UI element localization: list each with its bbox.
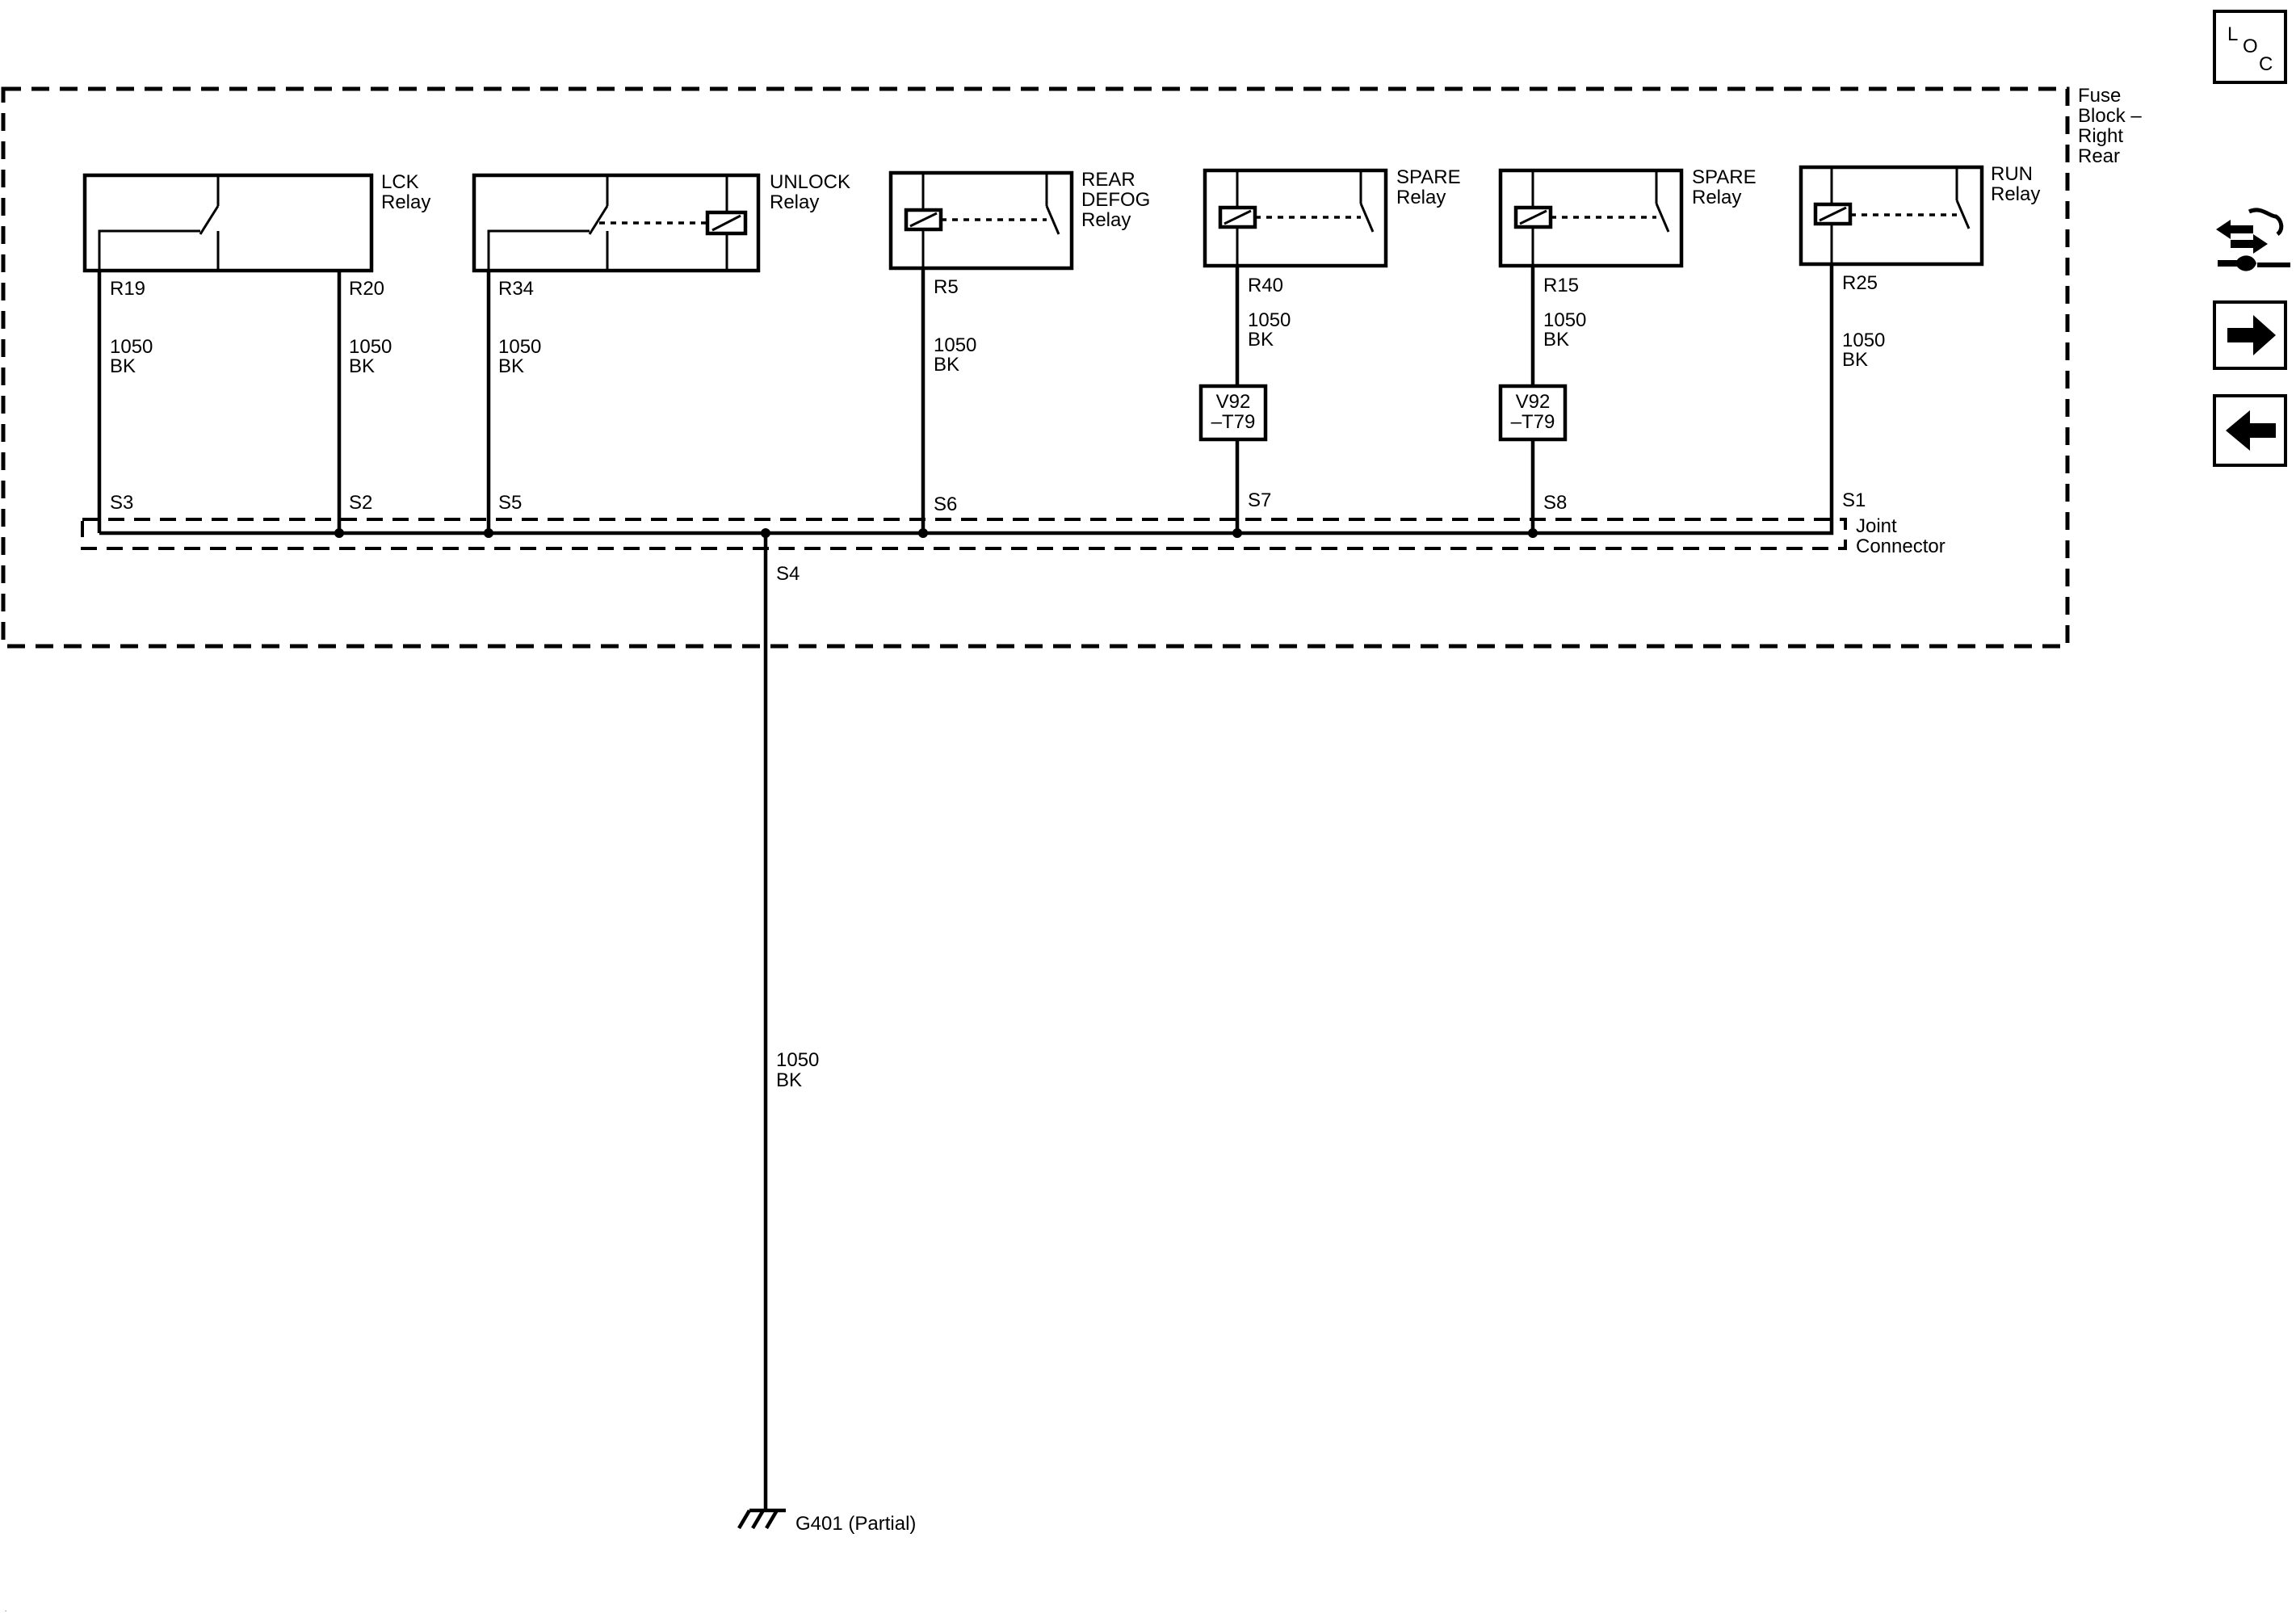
spare-relay-2: SPARE Relay	[1498, 166, 1761, 268]
arrow-right-icon	[2227, 315, 2276, 355]
splice-s3: S3	[110, 492, 133, 514]
arrow-left-icon	[2226, 410, 2276, 451]
splice-s5: S5	[498, 492, 522, 514]
splice-s7: S7	[1248, 489, 1271, 511]
loc-button[interactable]: L O C	[2213, 10, 2287, 84]
option-tag-v92-t79-2: V92–T79	[1498, 384, 1568, 442]
fuse-block-label: Fuse Block – Right Rear	[2078, 85, 2147, 167]
splice-dots	[334, 528, 1538, 538]
ground-label: G401 (Partial)	[795, 1513, 916, 1535]
previous-page-button[interactable]	[2213, 394, 2287, 467]
unlock-relay: UNLOCK Relay	[472, 171, 856, 273]
wire-r25-s1	[1829, 264, 1834, 536]
svg-text:C: C	[2259, 53, 2273, 75]
splice-s1: S1	[1842, 489, 1866, 511]
unlock-relay-label: UNLOCK Relay	[770, 171, 856, 213]
joint-connector-label: Joint Connector	[1856, 515, 1946, 557]
pin-r15: R15	[1543, 275, 1579, 296]
next-page-button[interactable]	[2213, 300, 2287, 370]
fuse-block-outline	[1, 86, 2070, 649]
spare-relay-2-label: SPARE Relay	[1692, 166, 1761, 208]
lck-relay-label: LCK Relay	[381, 171, 430, 213]
splice-s2: S2	[349, 492, 372, 514]
pin-r20: R20	[349, 278, 384, 300]
pin-r40: R40	[1248, 275, 1283, 296]
pin-r19: R19	[110, 278, 145, 300]
splice-s8: S8	[1543, 492, 1567, 514]
run-relay: RUN Relay	[1799, 163, 2040, 267]
connector-end-view-icon[interactable]	[2216, 208, 2290, 271]
run-relay-label: RUN Relay	[1991, 163, 2040, 205]
rear-defog-relay: REAR DEFOG Relay	[888, 169, 1156, 271]
pin-r5: R5	[934, 276, 959, 298]
pin-r34: R34	[498, 278, 534, 300]
splice-s6: S6	[934, 494, 957, 515]
option-tag-v92-t79-1: V92–T79	[1198, 384, 1268, 442]
rear-defog-relay-label: REAR DEFOG Relay	[1081, 169, 1156, 231]
splice-s4: S4	[776, 563, 800, 585]
svg-text:L: L	[2227, 23, 2238, 45]
spare-relay-1-label: SPARE Relay	[1396, 166, 1466, 208]
spare-relay-1: SPARE Relay	[1203, 166, 1466, 268]
svg-text:V92–T79: V92–T79	[1211, 391, 1256, 433]
lck-relay: LCK Relay	[82, 171, 430, 273]
svg-text:O: O	[2243, 36, 2258, 57]
pin-r25: R25	[1842, 272, 1878, 294]
ground-symbol	[737, 1508, 786, 1530]
corner-mark: .	[5, 1606, 6, 1613]
joint-connector-outline	[81, 518, 1847, 550]
svg-text:V92–T79: V92–T79	[1511, 391, 1555, 433]
